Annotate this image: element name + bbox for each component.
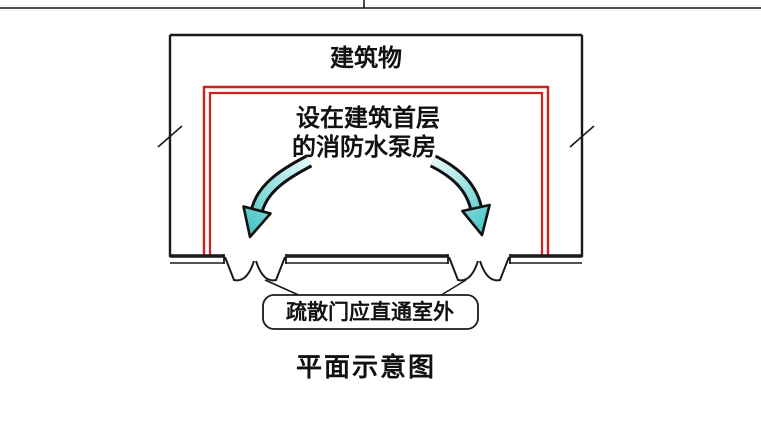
bottom-exterior-wall xyxy=(170,254,582,264)
right-wall-break-mark xyxy=(569,125,595,148)
door-symbol-left xyxy=(224,256,286,282)
figure-caption: 平面示意图 xyxy=(296,352,436,383)
pump-room-label-line2: 的消防水泵房 xyxy=(292,133,436,161)
curved-arrow-left-icon xyxy=(242,154,313,239)
building-label: 建筑物 xyxy=(330,44,402,72)
left-wall-break-mark xyxy=(157,125,183,148)
door-symbol-right xyxy=(448,256,510,282)
pump-room-outline-inner xyxy=(208,91,544,256)
curved-arrow-right-icon xyxy=(429,154,491,237)
pump-room-outline-outer xyxy=(202,85,550,256)
callout-label: 疏散门应直通室外 xyxy=(286,300,454,324)
callout-box xyxy=(262,294,479,330)
pump-room-label-line1: 设在建筑首层 xyxy=(296,104,440,132)
